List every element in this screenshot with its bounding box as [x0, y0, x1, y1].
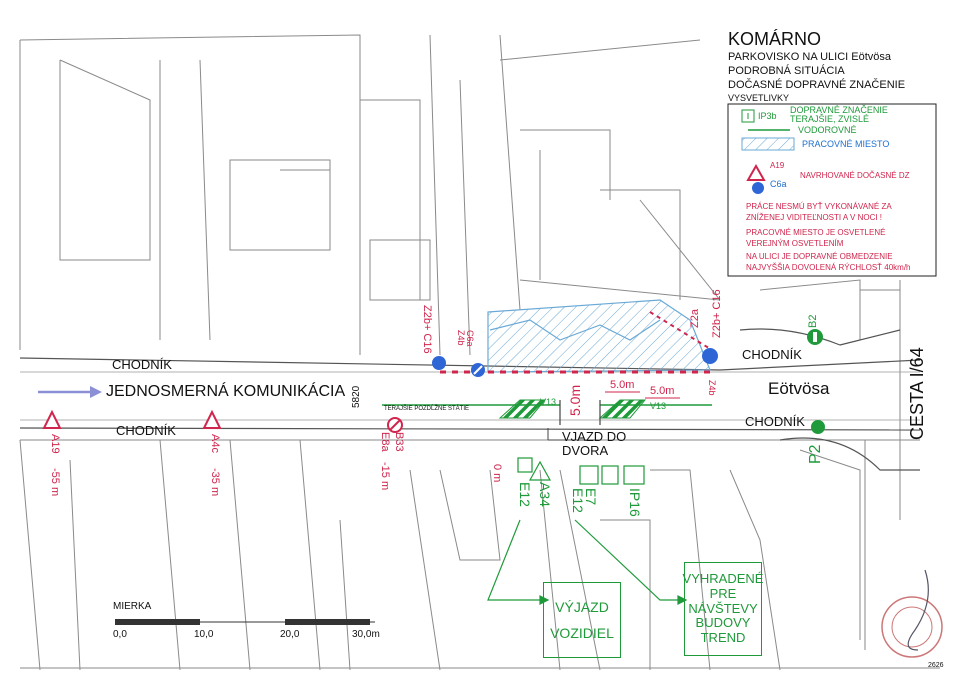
- sign-b2: B2: [807, 314, 819, 328]
- dimension-5m-b: 5.0m: [650, 385, 675, 397]
- street-name: Eötvösa: [768, 379, 830, 398]
- sign-e12-a: E12: [517, 482, 533, 507]
- legend-c6a: C6a: [770, 179, 787, 189]
- driveway-label: VJAZD DO DVORA: [562, 429, 627, 459]
- exit-box: VÝJAZD VOZIDIEL: [543, 582, 621, 658]
- scale-tick-20: 20,0: [280, 629, 300, 640]
- scale-bar: [115, 619, 375, 625]
- legend-work-area: PRACOVNÉ MIESTO: [802, 139, 890, 149]
- reserved-box-line3: NÁVŠTEVY: [688, 600, 758, 616]
- reserved-box-line1: VYHRADENÉ: [682, 570, 764, 586]
- sign-a4c-label: A4c: [209, 434, 221, 453]
- one-way-label: JEDNOSMERNÁ KOMUNIKÁCIA: [106, 383, 346, 400]
- v13-label-a: V13: [540, 397, 557, 407]
- sign-a19-label: A19: [49, 434, 61, 454]
- sign-ip16: IP16: [627, 488, 643, 517]
- sign-b33-label: B33: [393, 432, 405, 452]
- exit-box-line1: VÝJAZD: [555, 598, 609, 615]
- sign-a19-distance: -55 m: [49, 468, 61, 497]
- sign-z4b: Z4b: [707, 380, 717, 396]
- legend-existing-signs: DOPRAVNÉ ZNAČENIE TERAJŠIE, ZVISLÉ: [790, 105, 888, 124]
- sidewalk-label-top-right: CHODNÍK: [742, 347, 802, 362]
- v13-label-b: V13: [650, 401, 667, 411]
- sign-z2a: Z2a: [689, 309, 701, 328]
- dimension-5m-vertical: 5.0m: [567, 384, 583, 416]
- legend-city: KOMÁRNO: [728, 29, 822, 49]
- lower-sign-frames: [487, 457, 688, 605]
- legend-note1: PRÁCE NESMÚ BYŤ VYKONÁVANÉ ZA ZNÍŽENEJ V…: [746, 202, 892, 222]
- legend-ip3b: IP3b: [758, 111, 777, 121]
- reserved-box-line5: TREND: [700, 630, 746, 646]
- sign-e8a-label: E8a: [379, 432, 391, 452]
- legend-heading: VYSVETLIVKY: [728, 93, 790, 103]
- reserved-box-line2: PRE: [709, 585, 737, 601]
- scale-tick-0: 0,0: [113, 629, 127, 640]
- scale-title: MIERKA: [113, 601, 152, 612]
- warning-triangles: [42, 163, 766, 429]
- parking-note: TERAJŠIE POZDĹŽNE STÁTIE: [384, 406, 470, 412]
- sidewalk-label-bottom-left: CHODNÍK: [116, 423, 176, 438]
- legend-note3: NA ULICI JE DOPRAVNÉ OBMEDZENIE NAJVYŠŠI…: [746, 252, 911, 272]
- legend-frame: [727, 103, 937, 277]
- exit-box-line2: VOZIDIEL: [550, 625, 614, 641]
- sidewalk-label-top-left: CHODNÍK: [112, 357, 172, 372]
- cross-street-label: CESTA I/64: [907, 347, 927, 440]
- sign-b33-distance: -15 m: [379, 462, 391, 491]
- parking-markings: [382, 399, 712, 441]
- legend-note2: PRACOVNÉ MIESTO JE OSVETLENÉ VEREJNÝM OS…: [746, 228, 886, 248]
- sidewalk-label-bottom-right: CHODNÍK: [745, 414, 805, 429]
- sign-e7: E7: [583, 488, 599, 506]
- legend-line3: DOČASNÉ DOPRAVNÉ ZNAČENIE: [728, 79, 906, 91]
- one-way-arrow: [38, 386, 102, 398]
- legend-horizontal: VODOROVNÉ: [798, 125, 857, 135]
- official-stamp: [881, 569, 943, 658]
- sheet-number: 2626: [928, 662, 944, 669]
- dimension-5m-a: 5.0m: [610, 379, 635, 391]
- sign-p2: P2: [807, 444, 824, 464]
- sign-e12-b: E12: [570, 488, 586, 513]
- legend-line1: PARKOVISKO NA ULICI Eötvösa: [728, 51, 892, 63]
- sign-z2b-c16-right: Z2b+ C16: [711, 289, 723, 338]
- legend-a19: A19: [770, 161, 785, 170]
- sign-a4c-distance: -35 m: [209, 468, 221, 497]
- sign-z2b-c16-left: Z2b+ C16: [421, 305, 433, 354]
- sign-a34: A34: [537, 482, 553, 507]
- legend-line2: PODROBNÁ SITUÁCIA: [728, 65, 845, 77]
- zero-m-label: 0 m: [491, 464, 503, 483]
- scale-tick-10: 10,0: [194, 629, 214, 640]
- reserved-box: VYHRADENÉ PRE NÁVŠTEVY BUDOVY TREND: [682, 562, 764, 656]
- blue-signs: [432, 348, 718, 377]
- road-width-label: 5820: [351, 385, 362, 408]
- dimensions: [605, 391, 680, 399]
- b33-sign: [387, 417, 403, 433]
- reserved-box-line4: BUDOVY: [695, 615, 751, 631]
- legend-proposed: NAVRHOVANÉ DOČASNÉ DZ: [800, 171, 910, 180]
- green-signs: [807, 329, 825, 434]
- work-area: [487, 299, 711, 373]
- scale-tick-30: 30,0m: [352, 629, 380, 640]
- sign-c6a-z4b: C6a Z4b: [456, 330, 475, 347]
- parcel-lines: [19, 34, 940, 671]
